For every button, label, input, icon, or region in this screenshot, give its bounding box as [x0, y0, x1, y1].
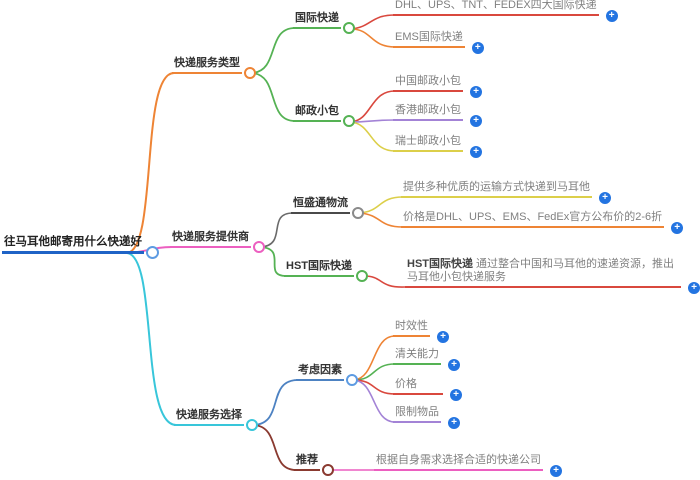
curve-provider-to-hst	[260, 246, 287, 277]
expand-button[interactable]: +	[671, 222, 684, 234]
node-label: 恒盛通物流	[293, 197, 348, 209]
node-label: 国际快递	[295, 12, 339, 24]
node-express-service-type[interactable]: 快递服务类型	[172, 57, 256, 79]
collapse-handle[interactable]	[343, 22, 355, 34]
node-consideration-factors[interactable]: 考虑因素	[296, 364, 358, 386]
collapse-handle[interactable]	[246, 419, 258, 431]
node-label: 考虑因素	[298, 364, 342, 376]
node-hst-international[interactable]: HST国际快递	[284, 260, 368, 282]
node-label: 推荐	[296, 454, 318, 466]
node-china-post-parcel[interactable]: 中国邮政小包 +	[393, 75, 482, 98]
node-label: EMS国际快递	[395, 31, 463, 43]
node-label: 时效性	[395, 320, 428, 332]
node-timeliness[interactable]: 时效性 +	[393, 320, 449, 343]
collapse-handle[interactable]	[356, 270, 368, 282]
node-label: HST国际快递	[286, 260, 352, 272]
expand-button[interactable]: +	[450, 389, 462, 401]
curve-intl-to-dhl	[350, 14, 396, 30]
node-hengshengtong-logistics[interactable]: 恒盛通物流	[291, 197, 364, 219]
curve-postal-to-china	[350, 90, 396, 123]
expand-button[interactable]: +	[437, 331, 449, 343]
expand-button[interactable]: +	[470, 86, 482, 98]
node-ems-international[interactable]: EMS国际快递 +	[393, 31, 484, 54]
node-label: 快递服务选择	[176, 409, 242, 421]
node-customs-clearance[interactable]: 清关能力 +	[393, 348, 460, 371]
node-label: DHL、UPS、TNT、FEDEX四大国际快递	[395, 0, 597, 11]
node-price[interactable]: 价格 +	[393, 378, 462, 401]
node-label: 根据自身需求选择合适的快递公司	[376, 454, 541, 466]
node-label: 香港邮政小包	[395, 104, 461, 116]
expand-button[interactable]: +	[471, 42, 484, 54]
node-express-service-provider[interactable]: 快递服务提供商	[170, 231, 265, 253]
curve-factors-to-restricted	[353, 379, 396, 423]
expand-button[interactable]: +	[550, 465, 562, 477]
node-label: 价格是DHL、UPS、EMS、FedEx官方公布价的2-6折	[403, 211, 663, 223]
node-label: 清关能力	[395, 348, 439, 360]
collapse-handle[interactable]	[346, 374, 358, 386]
collapse-handle[interactable]	[253, 241, 265, 253]
curve-type-to-intl	[251, 27, 296, 74]
node-label: 快递服务提供商	[172, 231, 249, 243]
node-label: 提供多种优质的运输方式快递到马耳他	[403, 181, 590, 193]
node-root-label: 往马耳他邮寄用什么快递好	[4, 236, 142, 248]
node-label: 邮政小包	[295, 105, 339, 117]
node-choose-suitable-company[interactable]: 根据自身需求选择合适的快递公司 +	[374, 454, 562, 477]
curve-hst1-leaf1	[359, 196, 404, 214]
curve-choice-to-recommend	[253, 424, 297, 471]
node-label: 通过整合中国和马耳他的速递资源，推出马耳他小包快递服务	[407, 258, 675, 283]
node-express-service-choice[interactable]: 快递服务选择	[174, 409, 258, 431]
node-postal-parcel[interactable]: 邮政小包	[293, 105, 355, 127]
node-recommendation[interactable]: 推荐	[294, 454, 334, 476]
root-collapse-handle[interactable]	[146, 246, 159, 259]
curve-postal-to-swiss	[350, 121, 396, 152]
collapse-handle[interactable]	[352, 207, 364, 219]
collapse-handle[interactable]	[244, 67, 256, 79]
expand-button[interactable]: +	[605, 10, 618, 22]
expand-button[interactable]: +	[470, 115, 482, 127]
node-restricted-items[interactable]: 限制物品 +	[393, 406, 460, 429]
curve-hst-to-desc	[363, 275, 406, 288]
node-label: 限制物品	[395, 406, 439, 418]
node-transport-methods[interactable]: 提供多种优质的运输方式快递到马耳他 +	[401, 181, 611, 204]
curve-choice-to-factors	[253, 379, 299, 426]
collapse-handle[interactable]	[322, 464, 334, 476]
node-label: 快递服务类型	[174, 57, 240, 69]
node-price-discount[interactable]: 价格是DHL、UPS、EMS、FedEx官方公布价的2-6折 +	[401, 211, 684, 234]
node-label: 瑞士邮政小包	[395, 135, 461, 147]
node-hst-description[interactable]: HST国际快递 通过整合中国和马耳他的速递资源，推出马耳他小包快递服务 +	[405, 258, 700, 294]
curve-type-to-postal	[251, 72, 296, 122]
collapse-handle[interactable]	[343, 115, 355, 127]
node-label: 价格	[395, 378, 417, 390]
curve-postal-to-hk	[350, 119, 396, 123]
curve-provider-to-hengshengtong	[260, 212, 294, 248]
expand-button[interactable]: +	[448, 359, 460, 371]
node-label-bold: HST国际快递	[407, 258, 473, 270]
node-swiss-post-parcel[interactable]: 瑞士邮政小包 +	[393, 135, 482, 158]
curve-factors-to-timeliness	[353, 335, 396, 381]
expand-button[interactable]: +	[688, 282, 700, 294]
curve-hst1-leaf2	[359, 212, 404, 228]
curve-root-to-type	[126, 72, 175, 254]
expand-button[interactable]: +	[448, 417, 460, 429]
curve-root-to-choice	[126, 252, 177, 426]
node-international-express[interactable]: 国际快递	[293, 12, 355, 34]
node-root[interactable]: 往马耳他邮寄用什么快递好	[2, 235, 159, 259]
expand-button[interactable]: +	[470, 146, 482, 158]
expand-button[interactable]: +	[599, 192, 611, 204]
node-hongkong-post-parcel[interactable]: 香港邮政小包 +	[393, 104, 482, 127]
curve-intl-to-ems	[350, 28, 396, 48]
node-label: 中国邮政小包	[395, 75, 461, 87]
node-dhl-ups-tnt-fedex[interactable]: DHL、UPS、TNT、FEDEX四大国际快递 +	[393, 0, 618, 22]
